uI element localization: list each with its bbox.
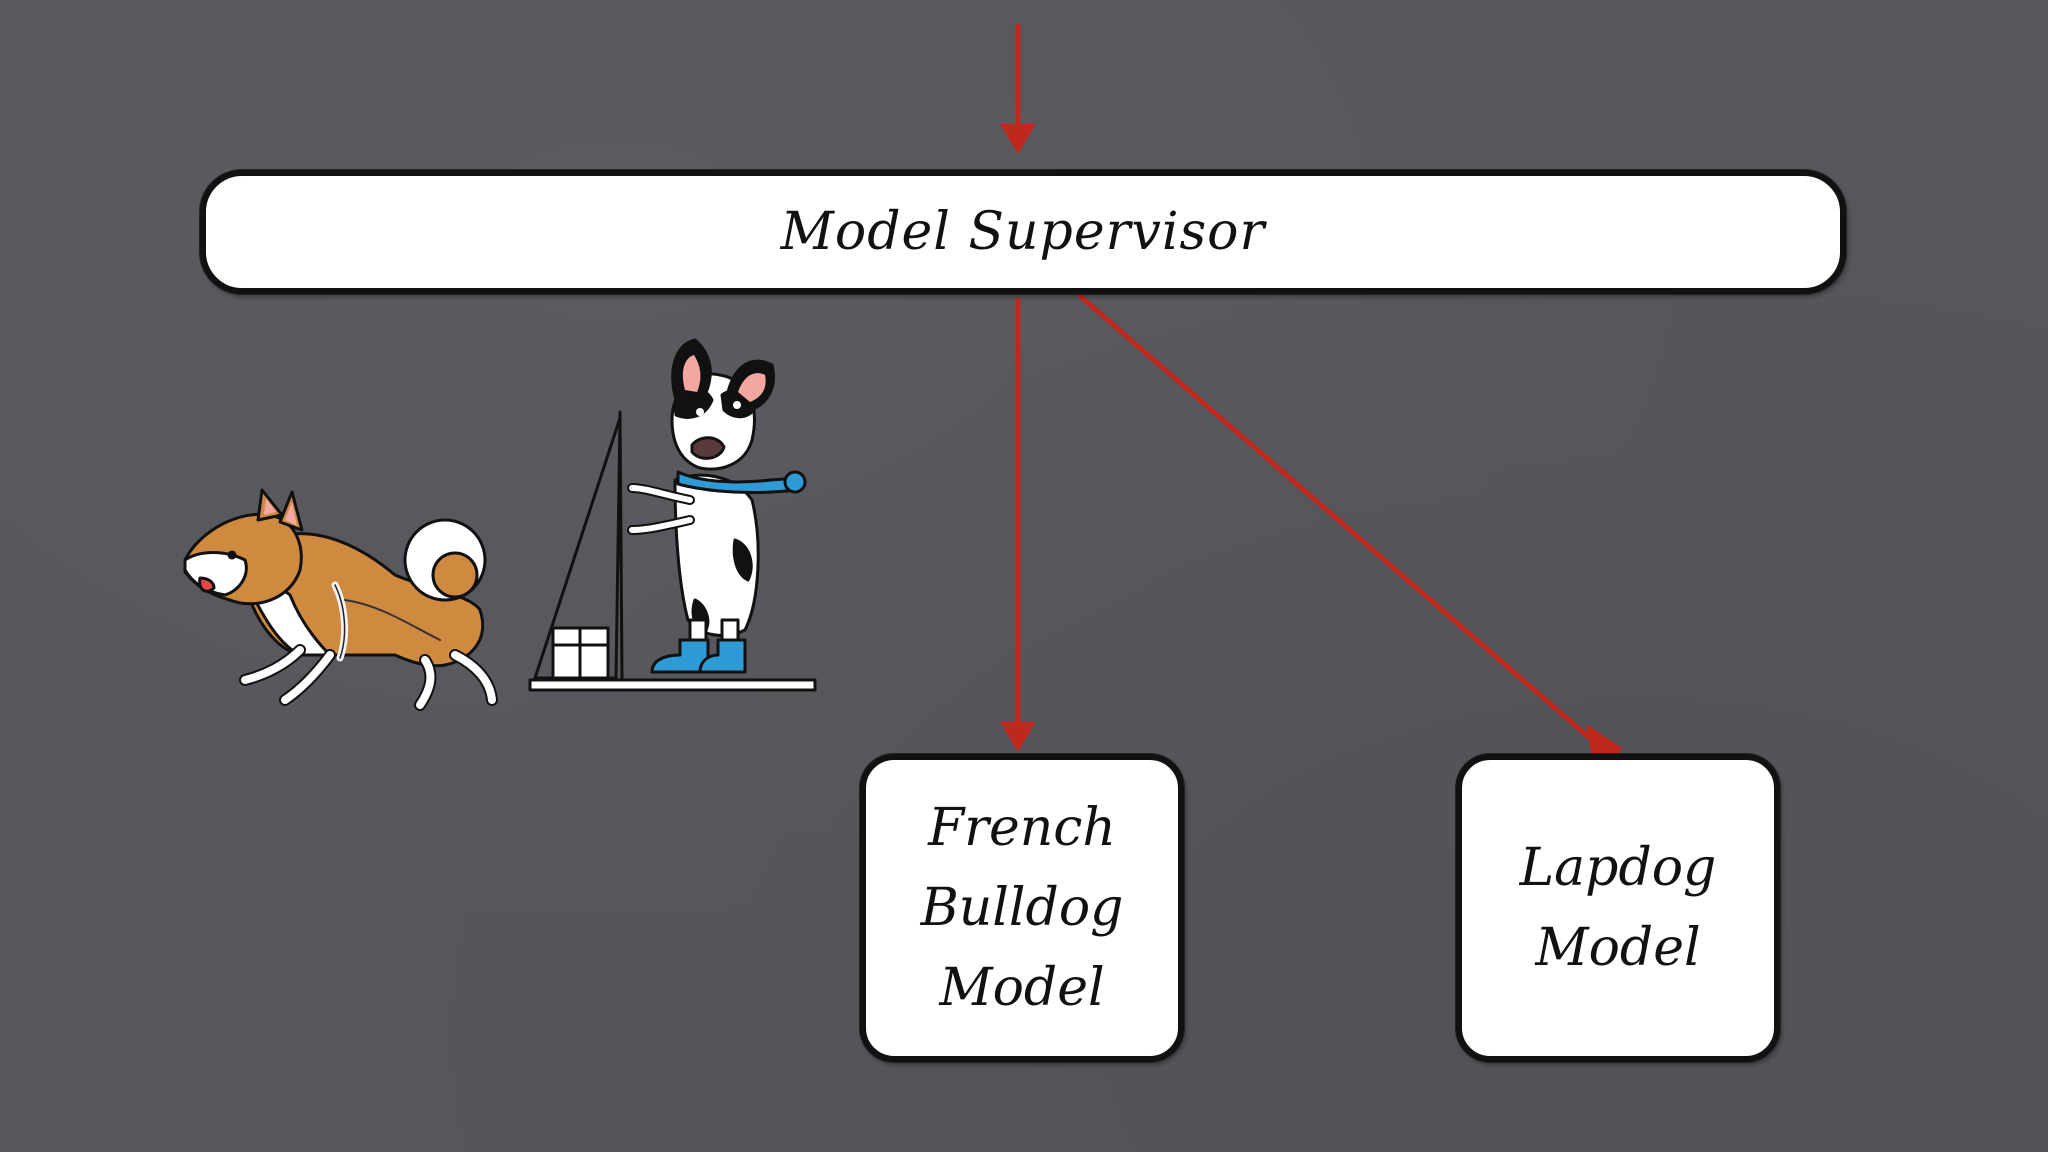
french-bulldog-model-line-1: French — [928, 798, 1116, 858]
model-supervisor-box: Model Supervisor — [200, 170, 1846, 294]
lapdog-model-line-1: Lapdog — [1519, 838, 1717, 898]
lapdog-model-box: Lapdog Model — [1456, 754, 1780, 1062]
french-bulldog-model-line-2: Bulldog — [920, 878, 1124, 938]
input-arrowhead — [1000, 124, 1036, 154]
french-bulldog-model-line-3: Model — [939, 958, 1105, 1018]
lapdog-arrowhead — [1586, 724, 1622, 760]
bulldog-arrowhead — [1000, 722, 1036, 752]
lapdog-arrow-line — [1077, 293, 1595, 743]
french-bulldog-model-box: French Bulldog Model — [860, 754, 1184, 1062]
model-supervisor-label: Model Supervisor — [780, 202, 1266, 262]
lapdog-model-line-2: Model — [1535, 918, 1701, 978]
